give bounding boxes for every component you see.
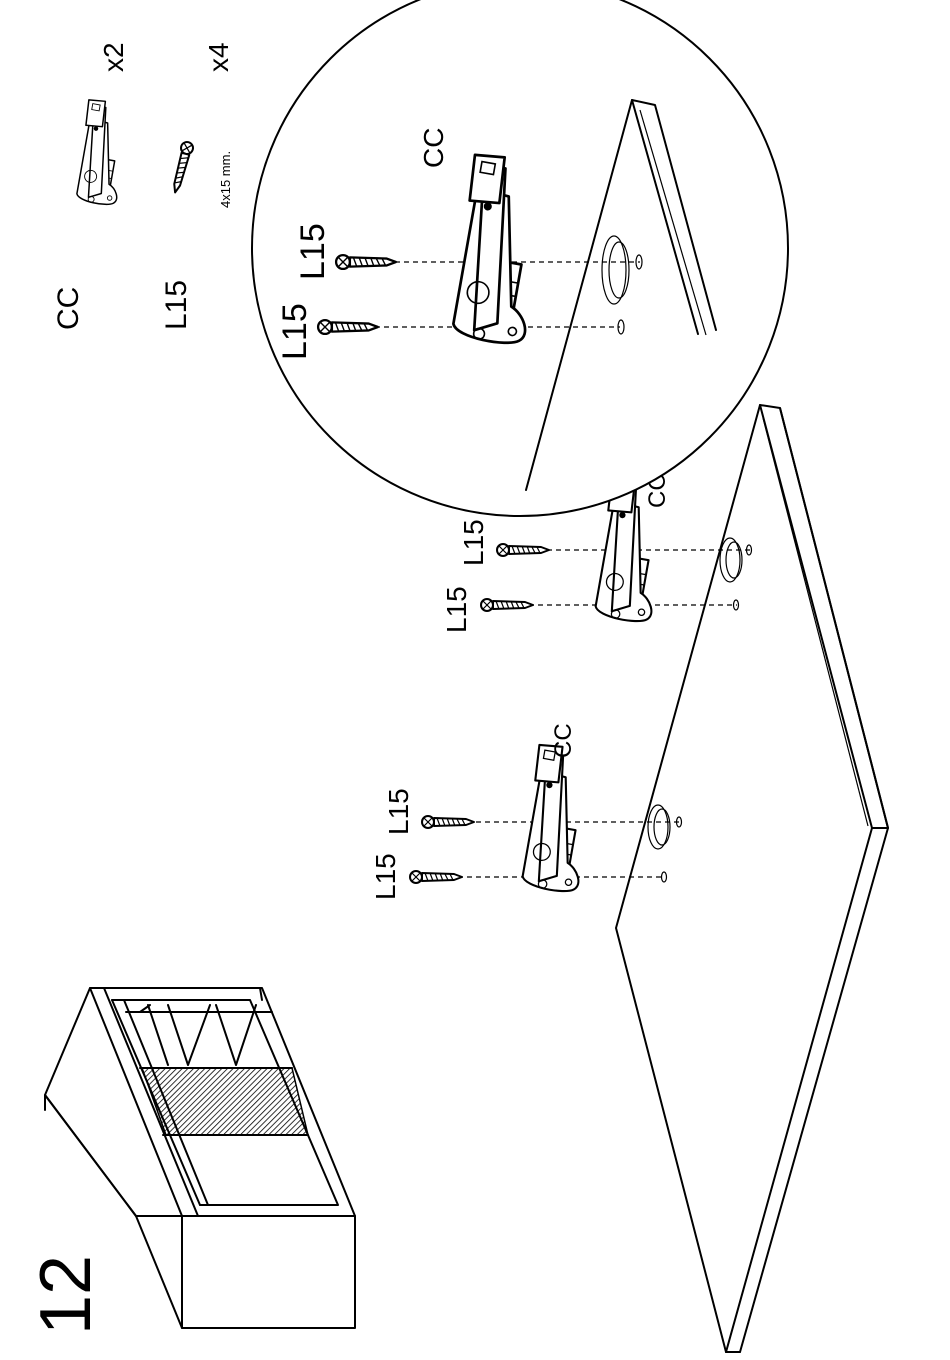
bracket-part-icon xyxy=(71,98,132,206)
bracket-label: CC xyxy=(418,128,449,168)
bracket-cc xyxy=(515,743,601,895)
screw-label: L15 xyxy=(370,853,401,900)
screw-label: L15 xyxy=(276,303,314,360)
screw-l15 xyxy=(481,599,533,611)
panel-board xyxy=(616,405,888,1352)
bracket-label: CC xyxy=(550,723,577,758)
parts-list: CC x2 L15 x4 4x15 mm. xyxy=(52,42,234,330)
screw-code: L15 xyxy=(160,280,193,330)
bracket-quantity: x2 xyxy=(98,42,129,72)
bracket-code: CC xyxy=(52,287,85,330)
screw-size-label: 4x15 mm. xyxy=(218,151,233,208)
screw-l15 xyxy=(497,544,549,556)
step-number: 12 xyxy=(26,1255,106,1335)
screw-label: L15 xyxy=(441,586,472,633)
screw-label: L15 xyxy=(458,519,489,566)
screw-part-icon xyxy=(169,141,194,194)
screw-l15 xyxy=(422,816,474,828)
detail-view: L15 L15 CC xyxy=(252,0,788,516)
screw-label: L15 xyxy=(383,788,414,835)
screw-label: L15 xyxy=(294,223,332,280)
screw-l15 xyxy=(410,871,462,883)
screw-quantity: x4 xyxy=(203,42,234,72)
